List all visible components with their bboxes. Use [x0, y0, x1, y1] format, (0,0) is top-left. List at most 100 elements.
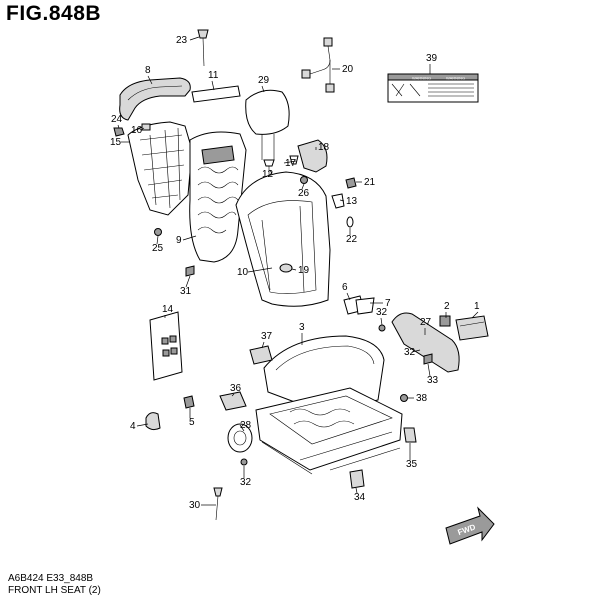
part-37-bracket: [249, 345, 273, 365]
callout-number-34: 34: [354, 492, 366, 503]
callout-number-20: 20: [342, 64, 354, 75]
part-31-screw: [185, 265, 195, 277]
callout-number-22: 22: [346, 234, 358, 245]
callout-leader-19: [291, 268, 297, 271]
callout-leader-12: [269, 169, 273, 175]
callout-leader-4: [136, 423, 149, 427]
part-32-bolt-b: [240, 458, 248, 466]
callout-leader-9: [182, 235, 197, 241]
callout-number-19: 19: [298, 265, 310, 276]
callout-number-33: 33: [427, 375, 439, 386]
part-32-bolt-a: [378, 324, 386, 332]
callout-leader-16: [140, 127, 145, 131]
callout-number-16: 16: [131, 125, 143, 136]
callout-number-2: 2: [444, 301, 450, 312]
callout-number-6: 6: [342, 282, 348, 293]
callout-number-32: 32: [404, 347, 416, 358]
callout-number-35: 35: [406, 459, 418, 470]
callout-number-17: 17: [285, 158, 297, 169]
callout-number-9: 9: [176, 235, 182, 246]
callout-number-5: 5: [189, 417, 195, 428]
figure-title: FIG.848B: [6, 2, 102, 25]
part-8-side-cover: [119, 77, 191, 121]
part-16-clip: [141, 123, 151, 131]
callout-number-31: 31: [180, 286, 192, 297]
part-24-clip: [113, 127, 125, 137]
callout-leader-24: [117, 124, 120, 129]
part-38-bolt: [400, 394, 408, 402]
label-warning-1: WARNING: [412, 76, 431, 81]
part-15-back-frame: [127, 121, 193, 216]
part-21-nut: [345, 177, 357, 189]
part-3-seat-cushion-and-frame: [255, 335, 403, 475]
callout-leader-6: [346, 292, 351, 301]
part-18-recliner-cover: [297, 139, 328, 173]
callout-number-12: 12: [262, 169, 274, 180]
callout-number-3: 3: [299, 322, 305, 333]
part-22-pin: [346, 216, 354, 228]
part-35-bracket: [403, 427, 417, 443]
callout-number-23: 23: [176, 35, 188, 46]
callout-number-10: 10: [237, 267, 249, 278]
part-13-bracket: [331, 193, 345, 209]
callout-leader-33: [427, 363, 431, 377]
callout-number-37: 37: [261, 331, 273, 342]
callout-number-24: 24: [111, 114, 123, 125]
callout-number-28: 28: [240, 420, 252, 431]
callout-number-32: 32: [376, 307, 388, 318]
callout-number-11: 11: [208, 70, 219, 81]
diagram-description: FRONT LH SEAT (2): [8, 585, 101, 596]
fwd-direction-arrow: FWD: [445, 506, 495, 545]
callout-number-39: 39: [426, 53, 438, 64]
callout-number-26: 26: [298, 188, 310, 199]
callout-number-18: 18: [318, 142, 330, 153]
part-39-caution-label: [387, 73, 479, 103]
label-warning-2: WARNING: [446, 76, 465, 81]
part-30-cable: [213, 487, 223, 521]
callout-number-30: 30: [189, 500, 201, 511]
part-23-tie: [197, 29, 209, 67]
part-33-bolt: [423, 353, 433, 365]
callout-leader-13: [339, 199, 345, 202]
callout-number-1: 1: [474, 301, 480, 312]
callout-leader-26: [301, 183, 305, 190]
callout-number-8: 8: [145, 65, 151, 76]
callout-leader-23: [189, 36, 200, 41]
part-11-pad-sheet: [191, 85, 241, 103]
part-12-headrest-guide: [263, 159, 275, 176]
part-19-clip: [279, 263, 293, 273]
part-27-side-shield: [391, 312, 460, 373]
callout-leader-11: [211, 80, 215, 91]
callout-leader-28: [239, 424, 245, 432]
callout-leader-32: [411, 349, 421, 353]
callout-number-32: 32: [240, 477, 252, 488]
callout-number-7: 7: [385, 298, 391, 309]
part-29-headrest: [245, 89, 290, 160]
part-14-heater-pad: [149, 311, 183, 381]
callout-leader-31: [185, 275, 191, 288]
part-34-bracket: [349, 469, 365, 489]
part-20-wire-harness: [301, 37, 335, 93]
callout-leader-1: [471, 311, 479, 319]
part-36-bracket: [219, 391, 247, 411]
callout-leader-8: [147, 75, 153, 85]
part-2-knob: [439, 315, 451, 327]
callout-number-4: 4: [130, 421, 136, 432]
part-5-clip: [183, 395, 195, 409]
callout-number-25: 25: [152, 243, 164, 254]
part-28-cap: [227, 423, 253, 453]
callout-number-38: 38: [416, 393, 428, 404]
diagram-code: A6B424 E33_848B: [8, 573, 94, 584]
callout-leader-37: [261, 341, 265, 349]
callout-number-36: 36: [230, 383, 242, 394]
callout-number-27: 27: [420, 317, 432, 328]
callout-leader-17: [283, 160, 297, 164]
callout-number-21: 21: [364, 177, 376, 188]
part-4-clip: [145, 412, 161, 431]
part-7-cover: [355, 297, 375, 315]
callout-number-29: 29: [258, 75, 270, 86]
part-10-seat-back-cover: [235, 171, 331, 307]
